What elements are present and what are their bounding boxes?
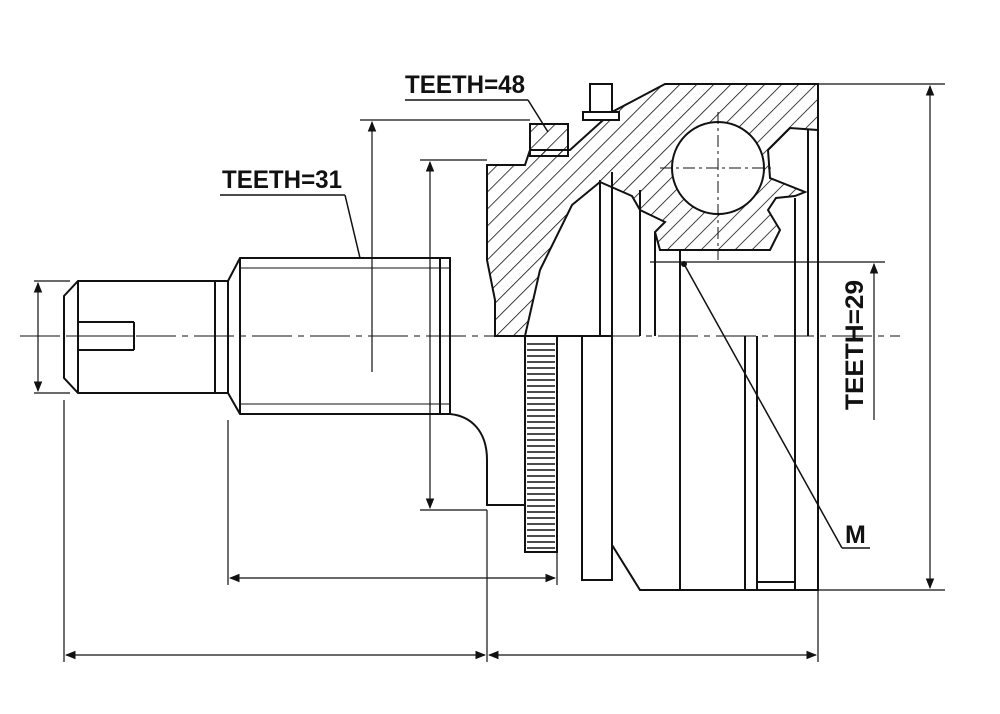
abs-ring-teeth — [527, 343, 555, 549]
teeth-29-label: TEETH=29 — [841, 280, 869, 410]
thread-m-label: M — [845, 521, 866, 549]
teeth-48-label: TEETH=48 — [405, 71, 525, 99]
grease-plug — [582, 83, 620, 121]
abs-tone-ring — [524, 335, 558, 553]
bell-housing — [557, 84, 819, 591]
leaders — [220, 99, 870, 549]
teeth-31-label: TEETH=31 — [222, 166, 342, 194]
housing-section-hatch — [486, 83, 819, 337]
dimensions — [33, 83, 945, 662]
flange-neck — [449, 336, 526, 506]
abs-ring-section — [529, 123, 569, 157]
threaded-stub — [63, 280, 216, 394]
